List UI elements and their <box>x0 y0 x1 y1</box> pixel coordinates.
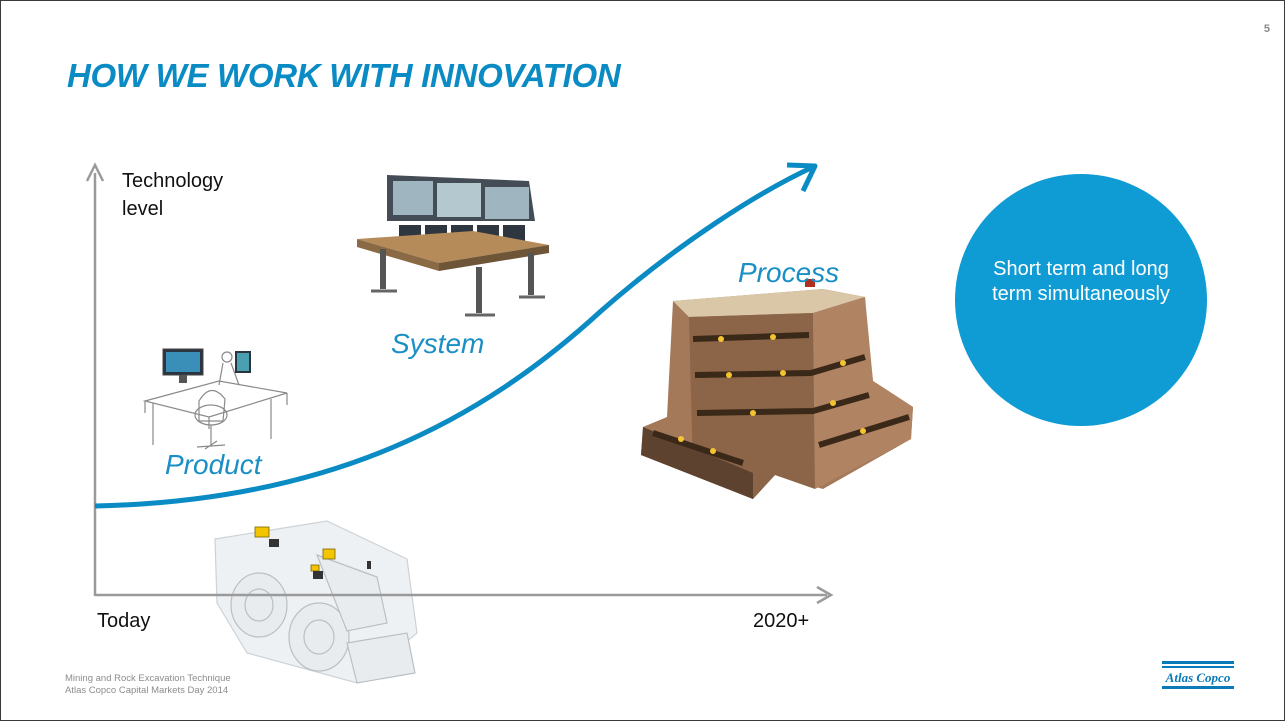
x-axis-start-label: Today <box>97 610 151 632</box>
footer-line2: Atlas Copco Capital Markets Day 2014 <box>65 685 229 696</box>
y-axis-label: Technology level <box>122 167 223 223</box>
x-axis-end-label: 2020+ <box>753 610 810 632</box>
growth-curve-arrowhead <box>786 162 818 193</box>
footer: Mining and Rock Excavation Technique Atl… <box>65 673 231 697</box>
page-number: 5 <box>1263 23 1270 35</box>
underground-mine-image <box>641 279 913 499</box>
y-axis-arrowhead <box>85 162 105 182</box>
y-axis-label-line1: Technology <box>122 170 224 192</box>
callout-text: Short term and long term simultaneously <box>992 258 1170 305</box>
footer-line1: Mining and Rock Excavation Technique <box>65 673 231 684</box>
stage-process-label: Process <box>738 257 840 288</box>
stage-system-label: System <box>391 328 485 359</box>
atlas-copco-logo: Atlas Copco <box>1162 661 1234 689</box>
callout-circle: Short term and long term simultaneously <box>955 174 1207 426</box>
mining-vehicle-image <box>214 520 418 684</box>
logo-text: Atlas Copco <box>1165 670 1231 685</box>
stage-product-label: Product <box>165 449 262 480</box>
control-room-console-image <box>357 175 549 317</box>
growth-curve <box>94 164 815 509</box>
logo-stripes <box>1162 661 1234 689</box>
slide-title: HOW WE WORK WITH INNOVATION <box>67 57 621 94</box>
x-axis-arrowhead <box>816 585 834 605</box>
y-axis-label-line2: level <box>122 198 164 220</box>
operator-workstation-image <box>142 348 288 450</box>
